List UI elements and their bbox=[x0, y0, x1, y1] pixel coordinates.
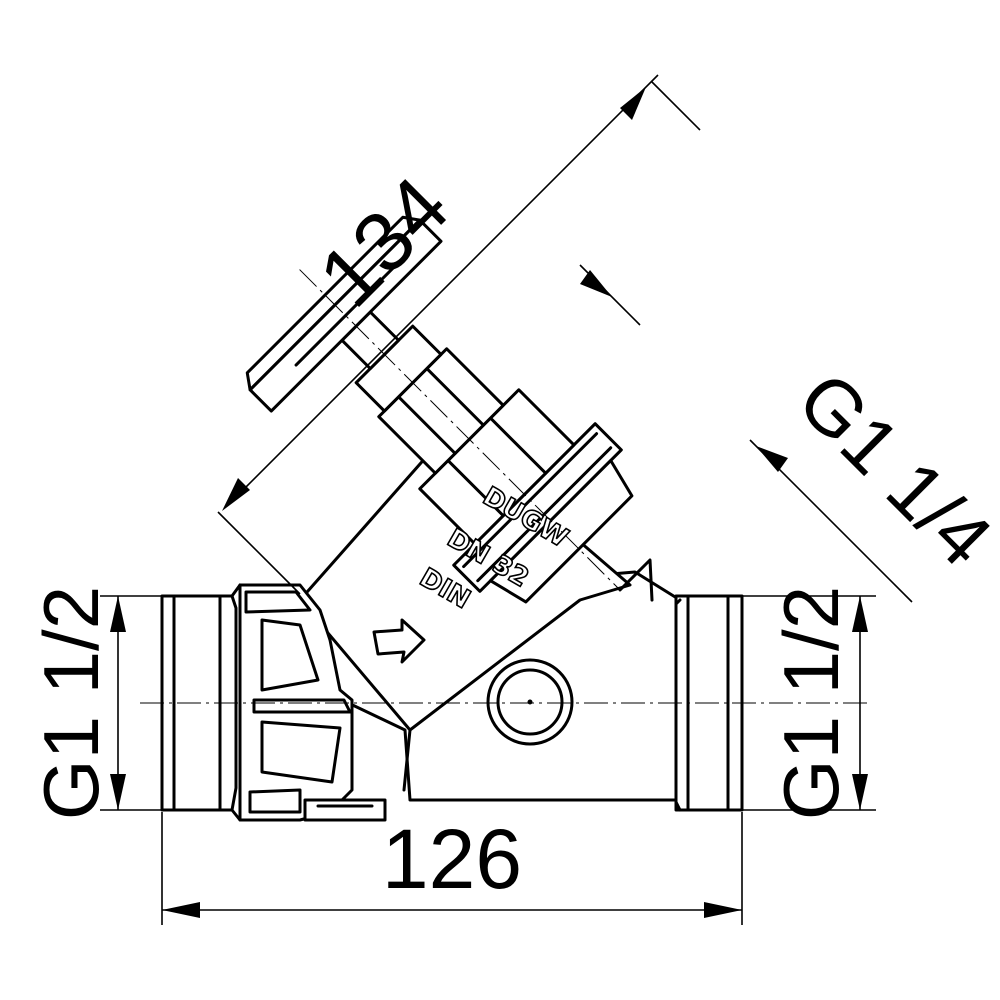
label-stem-thread: G1 1/4 bbox=[781, 355, 1000, 583]
label-outlet-thread: G1 1/2 bbox=[767, 586, 855, 820]
test-port bbox=[486, 658, 574, 746]
label-inlet-thread: G1 1/2 bbox=[27, 586, 115, 820]
dimension-stem-length bbox=[217, 74, 701, 595]
label-stem-length: 134 bbox=[301, 159, 467, 325]
bonnet-assembly bbox=[245, 215, 634, 604]
dimension-outlet-thread bbox=[742, 595, 876, 811]
dimension-stem-thread bbox=[579, 264, 913, 603]
dimension-inlet-thread bbox=[100, 595, 162, 811]
label-overall-length: 126 bbox=[382, 812, 522, 906]
flow-arrow-icon bbox=[372, 618, 426, 664]
dimension-overall-length bbox=[161, 812, 743, 925]
drain-plug bbox=[303, 798, 387, 822]
